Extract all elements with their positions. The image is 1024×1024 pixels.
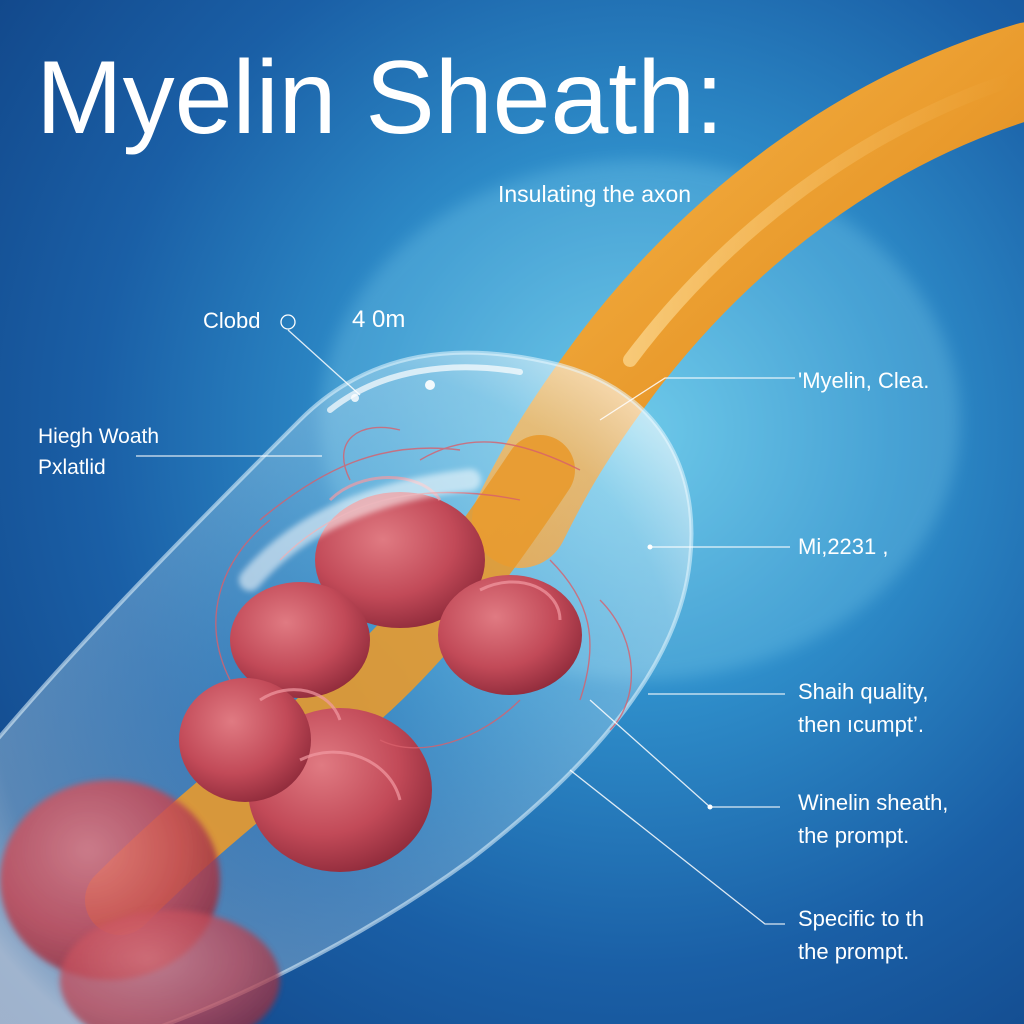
right-callout-5-line-2: the prompt. [798, 939, 910, 964]
right-callout-2: Mi,2231 , [798, 530, 889, 563]
left-callout-line-1: Hiegh Woath [38, 425, 160, 448]
left-callout: Hiegh Woath Pxlatlid [38, 421, 159, 483]
left-callout-line-2: Pxlatlid [38, 456, 106, 479]
page-subtitle: Insulating the axon [498, 181, 692, 207]
right-callout-3: Shaih quality, then ıcumpt’. [798, 675, 928, 741]
page-title: Myelin Sheath: [36, 40, 724, 156]
right-callout-4-line-1: Winelin sheath, [798, 790, 949, 815]
right-callout-1: 'Myelin, Clea. [798, 364, 929, 397]
right-callout-5: Specific to th the prompt. [798, 902, 924, 968]
right-callout-4-line-2: the prompt. [798, 823, 910, 848]
right-callout-5-line-1: Specific to th [798, 906, 924, 931]
right-callout-3-line-2: then ıcumpt’. [798, 712, 924, 737]
scale-label: 4 0m [352, 306, 406, 333]
tissue-clusters [0, 476, 582, 1024]
right-callout-2-line-1: Mi,2231 , [798, 534, 889, 559]
callout-lines [136, 329, 795, 925]
right-callout-1-line-1: 'Myelin, Clea. [798, 368, 930, 393]
cloud-label: Clobd [203, 308, 261, 333]
right-callout-3-line-1: Shaih quality, [798, 679, 929, 704]
right-callout-4: Winelin sheath, the prompt. [798, 786, 948, 852]
